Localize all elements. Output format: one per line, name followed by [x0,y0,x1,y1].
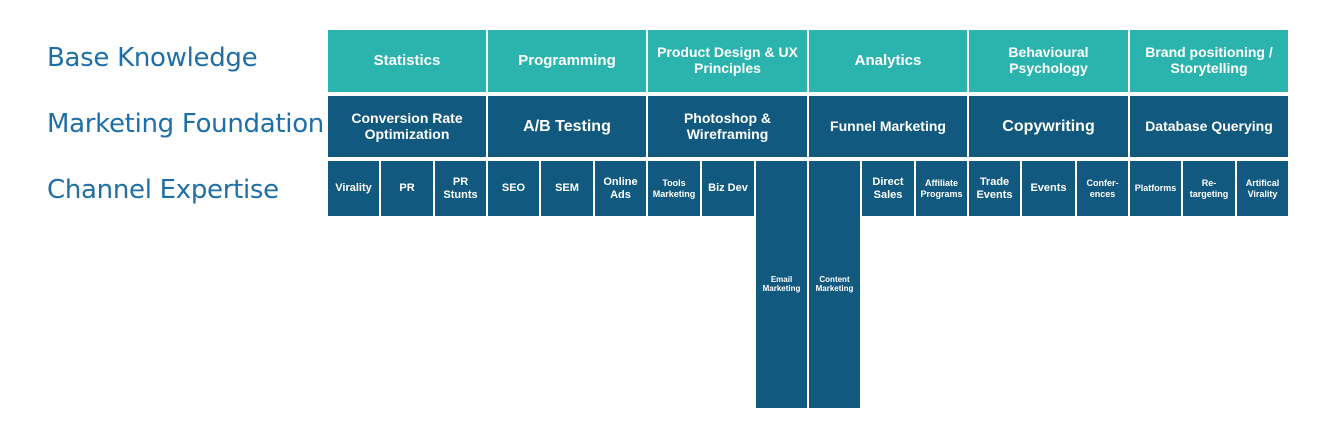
channel-artifical-virality: Artifical Virality [1237,161,1288,216]
channel-re-targeting: Re-targeting [1183,161,1235,216]
foundation-photoshop-wireframing: Photoshop & Wireframing [648,96,807,157]
channel-content-marketing: Content Marketing [809,161,860,408]
channel-biz-dev: Biz Dev [702,161,754,216]
channel-direct-sales: Direct Sales [862,161,914,216]
channel-tools-marketing: Tools Marketing [648,161,700,216]
channel-virality: Virality [328,161,379,216]
row-label-channel-expertise: Channel Expertise [47,175,279,205]
channel-online-ads: Online Ads [595,161,646,216]
row-label-marketing-foundation: Marketing Foundation [47,109,324,139]
channel-events: Events [1022,161,1075,216]
channel-pr-stunts: PR Stunts [435,161,486,216]
channel-platforms: Platforms [1130,161,1181,216]
channel-seo: SEO [488,161,539,216]
channel-conferences: Confer-ences [1077,161,1128,216]
base-analytics: Analytics [809,30,967,92]
channel-trade-events: Trade Events [969,161,1020,216]
foundation-copywriting: Copywriting [969,96,1128,157]
base-behavioural-psychology: Behavioural Psychology [969,30,1128,92]
channel-sem: SEM [541,161,593,216]
channel-email-marketing: Email Marketing [756,161,807,408]
base-brand-positioning: Brand positioning / Storytelling [1130,30,1288,92]
row-label-base-knowledge: Base Knowledge [47,43,258,73]
foundation-funnel-marketing: Funnel Marketing [809,96,967,157]
channel-affiliate-programs: Affiliate Programs [916,161,967,216]
base-programming: Programming [488,30,646,92]
base-statistics: Statistics [328,30,486,92]
foundation-ab-testing: A/B Testing [488,96,646,157]
foundation-cro: Conversion Rate Optimization [328,96,486,157]
base-product-design-ux: Product Design & UX Principles [648,30,807,92]
foundation-database-querying: Database Querying [1130,96,1288,157]
channel-pr: PR [381,161,433,216]
